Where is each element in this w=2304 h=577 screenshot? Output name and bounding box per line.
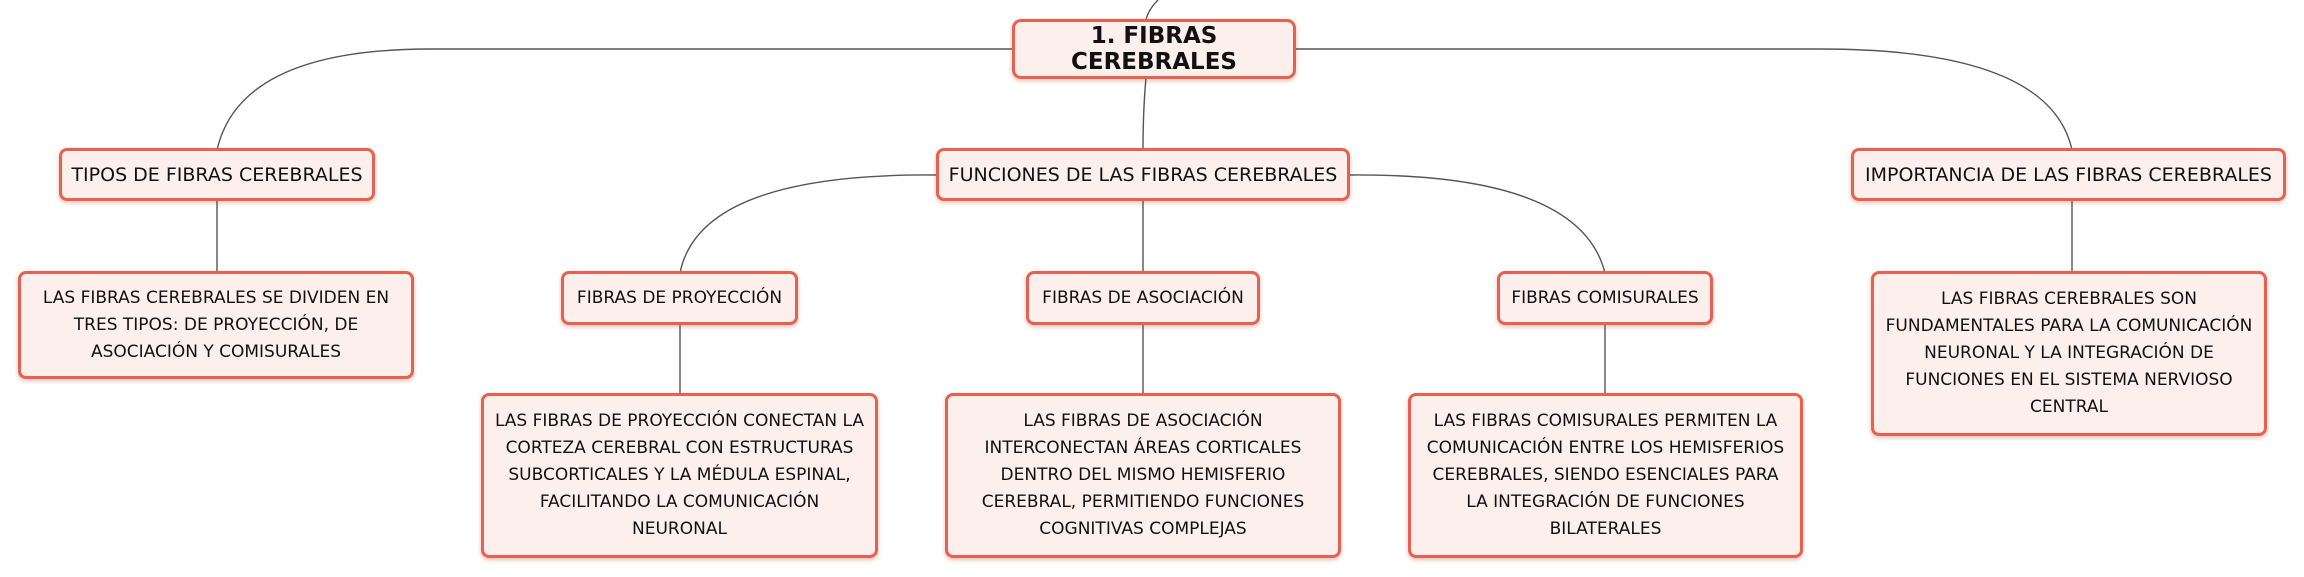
sub-asociacion-label: FIBRAS DE ASOCIACIÓN: [1042, 288, 1244, 308]
branch-importancia-node[interactable]: IMPORTANCIA DE LAS FIBRAS CEREBRALES: [1851, 148, 2286, 201]
connector-parent-to-root: [1145, 0, 1159, 21]
sub-proyeccion-node[interactable]: FIBRAS DE PROYECCIÓN: [561, 271, 798, 325]
sub-comisurales-label: FIBRAS COMISURALES: [1511, 288, 1699, 308]
branch-importancia-label: IMPORTANCIA DE LAS FIBRAS CEREBRALES: [1865, 163, 2272, 186]
note-proyeccion[interactable]: LAS FIBRAS DE PROYECCIÓN CONECTAN LA COR…: [481, 393, 878, 558]
note-importancia-text: LAS FIBRAS CEREBRALES SON FUNDAMENTALES …: [1885, 289, 2253, 417]
sub-proyeccion-label: FIBRAS DE PROYECCIÓN: [576, 288, 783, 308]
root-node-label: 1. FIBRAS CEREBRALES: [1071, 23, 1237, 75]
note-tipos[interactable]: LAS FIBRAS CEREBRALES SE DIVIDEN EN TRES…: [18, 271, 414, 379]
connector-root-to-tipos: [216, 48, 1012, 151]
note-proyeccion-text: LAS FIBRAS DE PROYECCIÓN CONECTAN LA COR…: [494, 411, 865, 539]
branch-funciones-label: FUNCIONES DE LAS FIBRAS CEREBRALES: [948, 163, 1338, 186]
note-comisurales[interactable]: LAS FIBRAS COMISURALES PERMITEN LA COMUN…: [1408, 393, 1803, 558]
note-asociacion-text: LAS FIBRAS DE ASOCIACIÓN INTERCONECTAN Á…: [981, 411, 1305, 539]
note-importancia[interactable]: LAS FIBRAS CEREBRALES SON FUNDAMENTALES …: [1871, 271, 2267, 436]
connector-funciones-to-proyeccion: [679, 174, 937, 274]
connector-funciones-to-comisurales: [1349, 174, 1606, 274]
branch-tipos-label: TIPOS DE FIBRAS CEREBRALES: [71, 163, 363, 186]
connector-root-to-importancia: [1296, 48, 2073, 151]
sub-comisurales-node[interactable]: FIBRAS COMISURALES: [1497, 271, 1713, 325]
note-comisurales-text: LAS FIBRAS COMISURALES PERMITEN LA COMUN…: [1426, 411, 1785, 539]
note-tipos-text: LAS FIBRAS CEREBRALES SE DIVIDEN EN TRES…: [42, 287, 390, 362]
root-node[interactable]: 1. FIBRAS CEREBRALES: [1012, 19, 1296, 79]
note-asociacion[interactable]: LAS FIBRAS DE ASOCIACIÓN INTERCONECTAN Á…: [945, 393, 1341, 558]
branch-funciones-node[interactable]: FUNCIONES DE LAS FIBRAS CEREBRALES: [936, 148, 1350, 201]
sub-asociacion-node[interactable]: FIBRAS DE ASOCIACIÓN: [1026, 271, 1260, 325]
branch-tipos-node[interactable]: TIPOS DE FIBRAS CEREBRALES: [59, 148, 375, 201]
connector-root-to-funciones: [1142, 77, 1147, 151]
